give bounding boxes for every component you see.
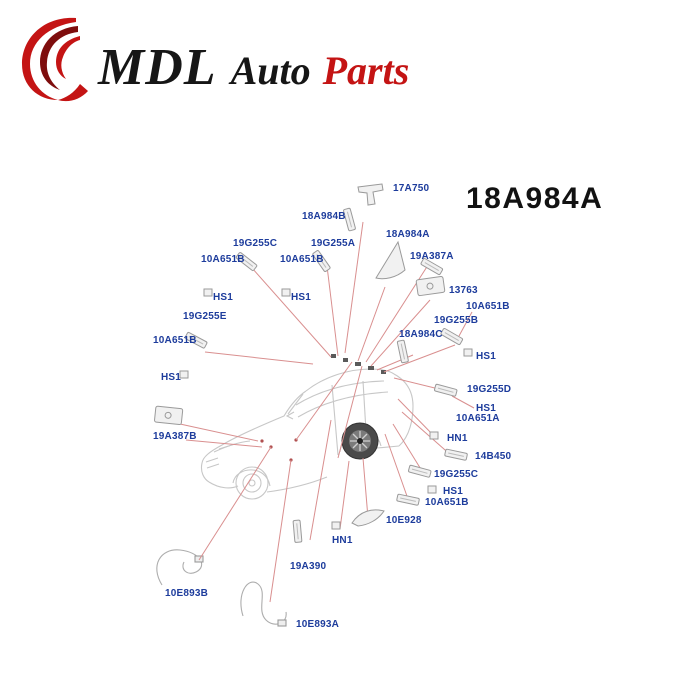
leader-line	[295, 361, 353, 441]
leader-line	[179, 423, 259, 442]
part-label-HS1: HS1	[291, 292, 312, 303]
leader-line	[458, 311, 473, 337]
part-label-10A651B: 10A651B	[425, 497, 469, 508]
part-label-18A984B: 18A984B	[302, 211, 346, 222]
leader-line	[309, 419, 332, 541]
part-label-10E893A: 10E893A	[296, 619, 340, 630]
part-label-HS1: HS1	[476, 351, 497, 362]
part-icon-box	[415, 276, 446, 297]
rear-wheel	[341, 422, 379, 460]
part-label-HN1: HN1	[332, 535, 353, 546]
part-label-10E893B: 10E893B	[165, 588, 209, 599]
part-icon-bar	[408, 464, 432, 478]
part-icon-bar	[440, 328, 464, 346]
part-icon-tiny	[463, 348, 473, 357]
part-icon-bar	[434, 383, 458, 397]
leader-line	[392, 423, 423, 472]
part-label-18A984A: 18A984A	[386, 229, 430, 240]
leader-line	[198, 446, 272, 561]
part-icon-tiny	[427, 485, 437, 494]
part-icon-fin2	[351, 509, 385, 527]
logo-text-parts: Parts	[322, 48, 410, 93]
part-icon-bar	[444, 448, 468, 461]
part-icon-bar	[184, 332, 208, 349]
part-label-19G255C: 19G255C	[233, 238, 278, 249]
part-label-13763: 13763	[449, 285, 478, 296]
part-icon-bar	[235, 252, 258, 271]
part-icon-bar	[420, 258, 444, 276]
leader-line	[339, 460, 350, 530]
part-label-10E928: 10E928	[386, 515, 422, 526]
part-icon-bar	[343, 207, 356, 232]
leader-line	[204, 351, 314, 365]
part-label-19G255B: 19G255B	[434, 315, 479, 326]
part-label-17A750: 17A750	[393, 183, 430, 194]
part-label-19A390: 19A390	[290, 561, 327, 572]
part-icon-tiny	[281, 288, 291, 297]
leader-line	[365, 261, 431, 363]
part-label-10A651B: 10A651B	[201, 254, 245, 265]
leader-line	[326, 265, 339, 357]
part-label-19G255C: 19G255C	[434, 469, 479, 480]
leader-line	[383, 344, 456, 373]
logo-text-mdl: MDL	[98, 39, 217, 96]
part-label-19A387A: 19A387A	[410, 251, 454, 262]
brand-logo: MDL Auto Parts	[14, 12, 409, 104]
part-label-18A984C: 18A984C	[399, 329, 443, 340]
part-label-HS1: HS1	[161, 372, 182, 383]
part-label-10A651B: 10A651B	[466, 301, 510, 312]
part-label-HN1: HN1	[447, 433, 468, 444]
part-label-10A651A: 10A651A	[456, 413, 500, 424]
part-icon-bar	[396, 339, 409, 364]
part-icon-tee	[357, 183, 384, 206]
leader-line	[337, 365, 363, 459]
part-icon-box	[154, 405, 184, 426]
leader-line	[384, 433, 409, 500]
leader-line	[370, 299, 431, 367]
part-icon-fin	[375, 240, 406, 280]
part-label-14B450: 14B450	[475, 451, 512, 462]
part-icon-tiny	[331, 521, 341, 530]
main-part-code: 18A984A	[466, 182, 604, 215]
leader-line	[451, 395, 475, 409]
part-label-10A651B: 10A651B	[153, 335, 197, 346]
part-icon-tiny	[179, 370, 189, 379]
leader-line	[269, 459, 292, 603]
leader-line	[362, 457, 369, 519]
leader-line	[357, 286, 386, 362]
logo-text-auto: Auto	[230, 48, 311, 93]
part-icon-bar	[312, 250, 331, 272]
mdl-swirl-logo-icon	[22, 17, 88, 102]
part-label-10A651B: 10A651B	[280, 254, 324, 265]
brand-logo-text: MDL Auto Parts	[98, 42, 409, 104]
part-icon-tiny	[429, 431, 439, 440]
part-icon-bar	[292, 519, 303, 543]
roof-antenna-marks	[331, 354, 386, 374]
part-icon-tiny	[203, 288, 213, 297]
part-label-19G255A: 19G255A	[311, 238, 356, 249]
part-icon-bar	[396, 493, 420, 506]
part-label-HS1: HS1	[213, 292, 234, 303]
part-label-19G255D: 19G255D	[467, 384, 512, 395]
part-label-19A387B: 19A387B	[153, 431, 197, 442]
leader-line	[344, 221, 364, 354]
leader-line	[401, 411, 454, 458]
leader-line	[251, 267, 332, 358]
part-label-19G255E: 19G255E	[183, 311, 227, 322]
leader-line	[185, 439, 263, 448]
part-label-HS1: HS1	[443, 486, 464, 497]
part-label-HS1: HS1	[476, 403, 497, 414]
